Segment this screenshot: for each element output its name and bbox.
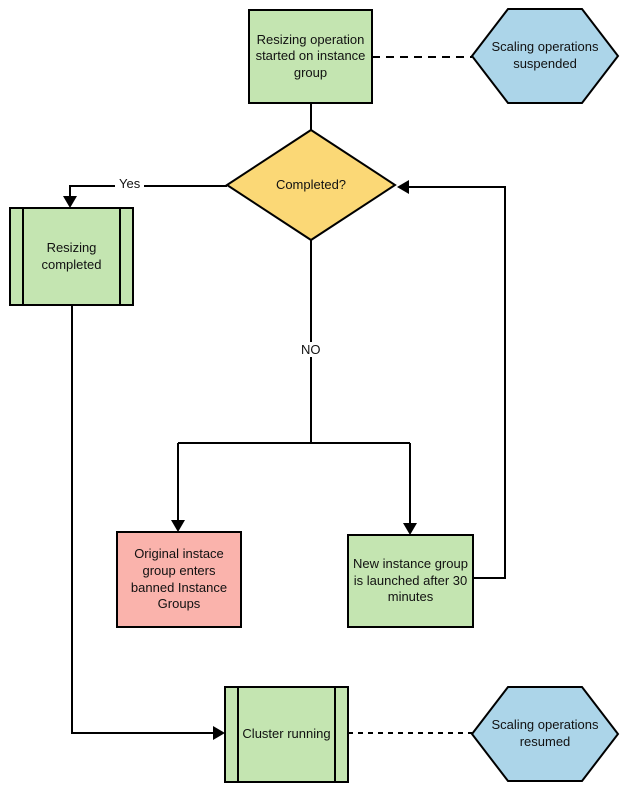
edge-resizing-to-cluster — [71, 305, 215, 734]
arrowhead-into-decision — [397, 180, 409, 194]
banned-node-shape — [116, 531, 242, 628]
suspended-hexagon-shape — [470, 8, 620, 104]
edge-new-instance-feedback — [408, 186, 506, 579]
arrowhead-into-new-instance — [403, 523, 417, 535]
resizing-completed-node-shape — [9, 207, 134, 306]
edge-decision-yes — [69, 185, 227, 198]
resumed-hexagon-shape — [470, 686, 620, 782]
arrowhead-into-resizing-completed — [63, 196, 77, 208]
new-instance-node-shape — [347, 534, 474, 628]
arrowhead-into-cluster — [213, 726, 225, 740]
decision-diamond-shape — [225, 128, 397, 242]
cluster-node-shape — [224, 686, 349, 783]
start-node-shape — [248, 9, 373, 104]
arrowhead-into-banned — [171, 520, 185, 532]
